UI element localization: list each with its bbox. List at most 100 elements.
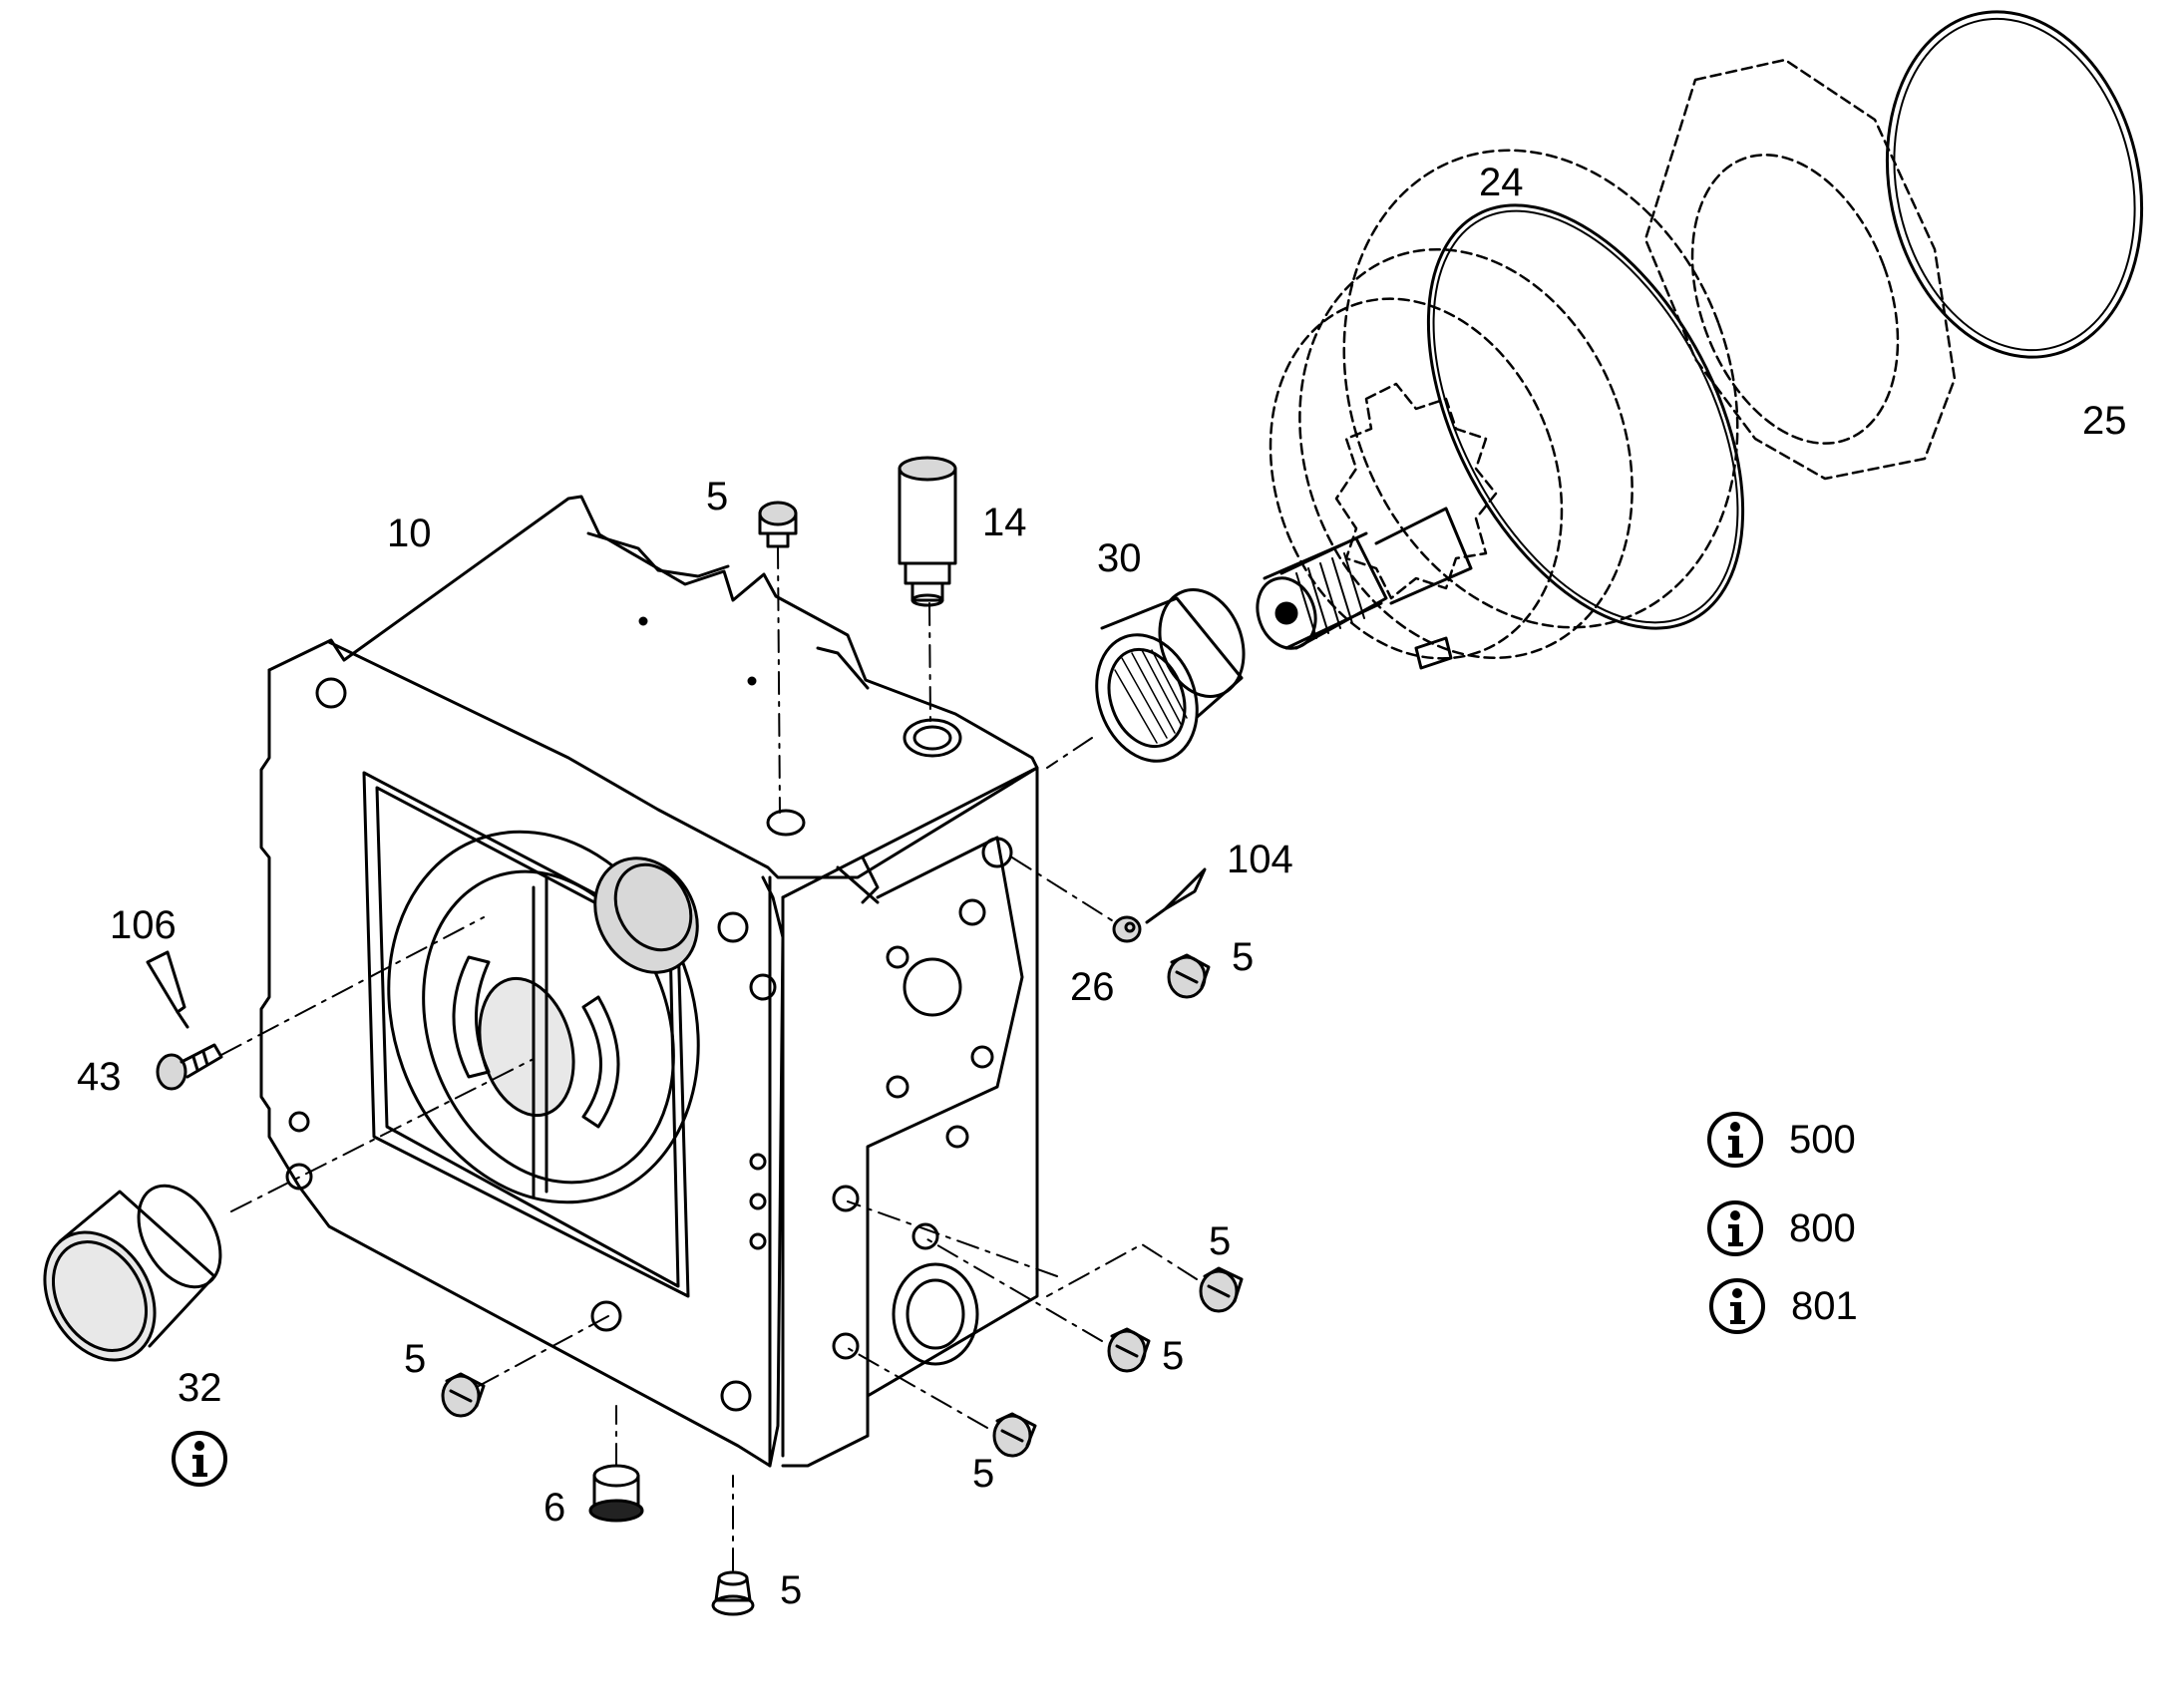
- pump-outer-bore: [1690, 154, 1900, 445]
- top-port-plug: [766, 809, 806, 837]
- bushing-32-back: [137, 1184, 222, 1289]
- bore-top-right-inner: [613, 862, 693, 952]
- slotted-plug-right-2: [1199, 1266, 1244, 1313]
- front-hole-2: [717, 911, 749, 943]
- side-port-2: [832, 1185, 860, 1212]
- label-valve-14: 14: [982, 501, 1027, 544]
- kidney-slot-right: [581, 995, 620, 1129]
- info-note-500[interactable]: 500: [1705, 1110, 1856, 1170]
- leader-plug-right-2: [847, 1200, 1198, 1297]
- screw-43-thread: [180, 1043, 223, 1079]
- label-o-ring-25: 25: [2082, 399, 2127, 443]
- leader-plug-top: [777, 545, 781, 814]
- front-hole-6: [590, 1300, 622, 1332]
- label-housing-10: 10: [387, 512, 432, 555]
- front-hole-5: [720, 1380, 752, 1412]
- slotted-plug-front-mid: [1107, 1327, 1151, 1373]
- info-note-801-text: 801: [1791, 1284, 1858, 1328]
- shaft-extension: [1374, 507, 1473, 605]
- label-plug-front-low: 5: [972, 1452, 995, 1496]
- slotted-plug-right-1: [1167, 953, 1211, 999]
- shaft-spline-body: [1263, 531, 1388, 650]
- plug-5-bottom-body: [714, 1576, 752, 1602]
- pump-pin: [1414, 636, 1453, 670]
- slotted-plug-front-low-body: [995, 1412, 1037, 1448]
- label-screw-43: 43: [77, 1055, 122, 1099]
- side-plate-outline: [866, 836, 1024, 1438]
- pump-face: [1269, 297, 1564, 660]
- housing-side-face: [781, 766, 1039, 1468]
- plate-divider: [532, 875, 548, 1198]
- tag-106-tip: [176, 1010, 189, 1029]
- slotted-plug-left-bottom-body: [445, 1372, 486, 1408]
- plug-5-bottom: [711, 1570, 755, 1616]
- slotted-plug-right-1-body: [1170, 953, 1211, 989]
- leader-bushing-32: [230, 1058, 535, 1212]
- slotted-plug-left-bottom-slot: [449, 1389, 473, 1403]
- leader-plug-front-mid: [926, 1238, 1103, 1342]
- needle-bearing-30: [1095, 588, 1246, 763]
- bore-top-right: [593, 856, 699, 974]
- label-bushing-32: 32: [178, 1366, 222, 1410]
- slotted-plug-right-2-body: [1203, 1266, 1244, 1303]
- valve-14: [898, 456, 957, 607]
- info-note-801[interactable]: 801: [1707, 1276, 1858, 1336]
- side-port-4: [832, 1332, 860, 1360]
- side-hole-2: [958, 898, 986, 926]
- info-note-bushing-32[interactable]: [170, 1429, 229, 1489]
- label-plug-104: 104: [1227, 838, 1293, 881]
- plug-5-top-head: [758, 501, 798, 526]
- top-dot-1: [638, 616, 648, 626]
- label-plug-left-bottom: 5: [404, 1337, 427, 1381]
- valve-14-top: [898, 456, 957, 482]
- label-plug-6: 6: [544, 1486, 566, 1530]
- slotted-plug-front-mid-body: [1110, 1327, 1151, 1363]
- label-plug-right-2: 5: [1209, 1219, 1232, 1263]
- bushing-32: [43, 1184, 222, 1362]
- info-note-800-text: 800: [1789, 1206, 1856, 1250]
- front-hole-7: [749, 1153, 767, 1171]
- shaft-center: [1274, 601, 1298, 625]
- valve-14-bottom: [910, 593, 944, 607]
- orifice-26-hole: [1124, 921, 1136, 933]
- housing-top-face: [267, 495, 1039, 879]
- bearing-30-front: [1095, 633, 1199, 763]
- housing-top-notch: [586, 531, 870, 690]
- slotted-plug-front-low-slot: [1000, 1429, 1024, 1443]
- o-ring-25: [1885, 10, 2144, 359]
- o-ring-24: [1426, 203, 1745, 630]
- front-hole-8: [749, 1193, 767, 1210]
- side-large-port-inner: [906, 1278, 965, 1350]
- screw-43-head: [156, 1053, 187, 1091]
- housing-10: [259, 495, 1039, 1468]
- plug-6-top: [592, 1464, 640, 1488]
- valve-14-body: [898, 467, 957, 565]
- plug-5-bottom-head: [711, 1594, 755, 1616]
- side-hole-1: [903, 957, 962, 1017]
- bearing-30-back: [1158, 588, 1246, 698]
- leader-plug-front-low: [847, 1347, 988, 1429]
- label-106: 106: [110, 903, 177, 947]
- slotted-plug-front-mid-slot: [1115, 1344, 1139, 1358]
- orifice-26: [1112, 915, 1142, 943]
- info-note-500-text: 500: [1789, 1118, 1856, 1162]
- front-hole-9: [749, 1232, 767, 1250]
- top-dot-2: [747, 676, 757, 686]
- leader-lines: [220, 545, 1198, 1571]
- info-icon: [172, 1431, 227, 1487]
- gear-plate: [387, 830, 700, 1204]
- kidney-slot-left: [452, 955, 491, 1079]
- slotted-plug-left-bottom: [441, 1372, 486, 1418]
- bushing-32-front-inner: [51, 1240, 149, 1352]
- plug-6-seal: [588, 1499, 644, 1523]
- front-hole-1: [315, 677, 347, 709]
- info-note-800[interactable]: 800: [1705, 1198, 1856, 1258]
- leader-plug-left-bottom: [478, 1315, 609, 1387]
- front-hole-4: [285, 1163, 313, 1191]
- front-hole-10: [288, 1111, 310, 1133]
- label-plug-right-1: 5: [1232, 935, 1255, 979]
- plug-6: [588, 1464, 644, 1523]
- slotted-plug-front-low: [992, 1412, 1037, 1458]
- bushing-32-front: [43, 1230, 157, 1362]
